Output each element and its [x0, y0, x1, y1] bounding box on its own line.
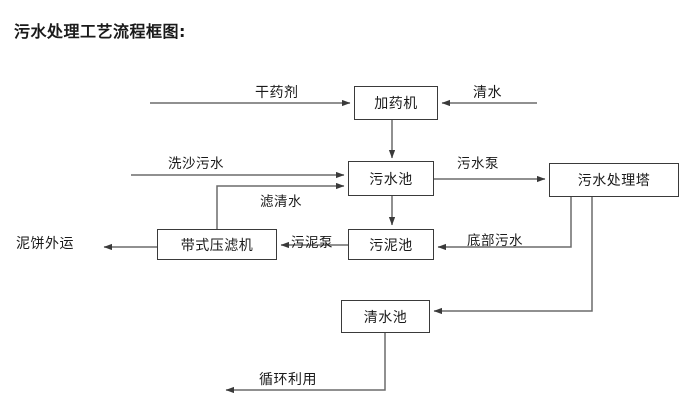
node-treatment-tower[interactable]: 污水处理塔	[549, 163, 679, 197]
edge-label-dry-chemical: 干药剂	[255, 85, 299, 101]
node-label: 清水池	[363, 309, 408, 326]
node-label: 加药机	[374, 96, 418, 112]
node-label: 污泥池	[369, 237, 413, 254]
edge-label-recycle-reuse: 循环利用	[259, 372, 317, 388]
node-dosing-machine[interactable]: 加药机	[354, 86, 438, 120]
edge-label-sand-wash-water: 洗沙污水	[168, 156, 224, 172]
edge-clearwater-to-recycle	[225, 333, 386, 394]
edge-filtered-water-to-pool	[216, 182, 345, 229]
edge-label-filtered-water: 滤清水	[260, 194, 302, 210]
node-label: 带式压滤机	[180, 237, 254, 254]
edge-label-mud-cake-out: 泥饼外运	[16, 236, 74, 252]
edge-tower-to-clearwater-pool	[433, 197, 593, 315]
edge-label-wastewater-pump: 污水泵	[457, 156, 499, 172]
node-clearwater-pool[interactable]: 清水池	[341, 300, 430, 333]
edge-label-sludge-pump: 污泥泵	[291, 235, 333, 251]
edge-label-bottom-wastewater: 底部污水	[467, 233, 523, 249]
edge-tower-to-sludge-pool	[437, 197, 572, 251]
node-wastewater-pool[interactable]: 污水池	[348, 161, 434, 196]
page-title: 污水处理工艺流程框图:	[14, 22, 186, 41]
node-belt-filter-press[interactable]: 带式压滤机	[157, 229, 277, 260]
node-sludge-pool[interactable]: 污泥池	[348, 229, 434, 260]
node-label: 污水池	[369, 171, 413, 188]
edge-label-clean-water-in: 清水	[473, 85, 502, 101]
node-label: 污水处理塔	[577, 173, 651, 189]
